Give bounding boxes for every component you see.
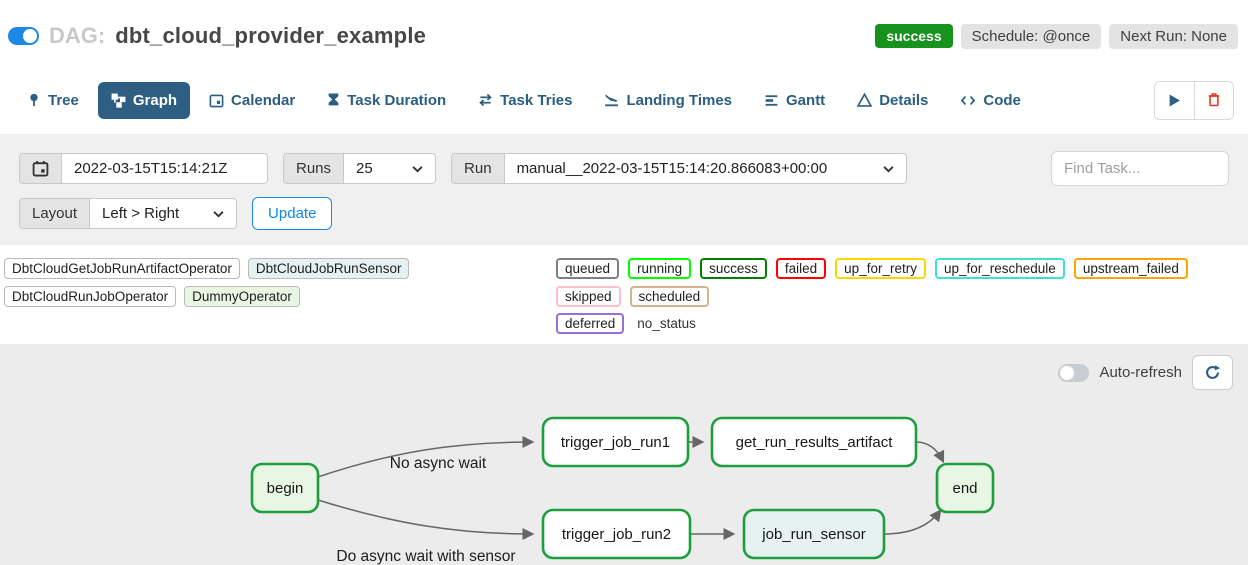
edge-label: Do async wait with sensor <box>336 548 515 565</box>
svg-text:trigger_job_run1: trigger_job_run1 <box>561 434 670 451</box>
landing-icon <box>604 93 619 107</box>
refresh-icon <box>1206 365 1221 379</box>
view-tabs-row: Tree Graph Calendar Task Duration Task T… <box>0 78 1248 122</box>
state-badge: failed <box>775 258 827 279</box>
layout-group: Layout Left > Right <box>19 198 238 229</box>
svg-text:trigger_job_run2: trigger_job_run2 <box>562 526 671 543</box>
state-legend: queued running success failed up_for_retry up… <box>556 258 1244 334</box>
dag-graph-svg: No async wait Do async wait with sensor b… <box>250 416 995 565</box>
find-task-input[interactable] <box>1051 151 1229 186</box>
dag-graph-panel: Auto-refresh No async wait Do async wait … <box>0 344 1248 565</box>
svg-text:get_run_results_artifact: get_run_results_artifact <box>736 434 894 451</box>
tab-landing-times[interactable]: Landing Times <box>591 82 745 119</box>
state-badge: deferred <box>556 313 625 334</box>
refresh-button[interactable] <box>1192 355 1233 390</box>
dag-prefix-label: DAG: <box>49 23 106 48</box>
state-badge: skipped <box>556 286 621 307</box>
state-legend-row-1: queued running success failed up_for_retry up… <box>556 258 1244 307</box>
tab-calendar[interactable]: Calendar <box>196 82 308 119</box>
base-date-input[interactable]: 2022-03-15T15:14:21Z <box>62 153 268 184</box>
code-icon <box>960 94 976 107</box>
state-no-status: no_status <box>637 316 696 331</box>
state-badge: success <box>700 258 767 279</box>
chevron-down-icon <box>213 210 224 218</box>
dag-node-begin[interactable]: begin <box>250 462 320 514</box>
base-date-group: 2022-03-15T15:14:21Z <box>19 153 268 184</box>
tab-graph[interactable]: Graph <box>97 81 191 119</box>
operator-badge: DbtCloudJobRunSensor <box>247 258 410 279</box>
state-legend-row-2: no_status deferred <box>556 313 1244 334</box>
play-icon <box>1169 94 1180 106</box>
filter-panel: 2022-03-15T15:14:21Z Runs 25 Run manual_… <box>0 134 1248 245</box>
dag-status-badge: success <box>875 24 953 48</box>
triangle-icon <box>857 93 873 107</box>
chevron-down-icon <box>412 165 423 173</box>
auto-refresh-toggle[interactable] <box>1058 363 1090 382</box>
dag-node-end[interactable]: end <box>935 462 995 514</box>
auto-refresh-label: Auto-refresh <box>1099 364 1182 381</box>
dag-node-job_run_sensor[interactable]: job_run_sensor <box>742 508 886 560</box>
operator-badge: DummyOperator <box>184 286 300 307</box>
update-button[interactable]: Update <box>252 197 333 230</box>
dag-node-trigger_job_run1[interactable]: trigger_job_run1 <box>541 416 690 468</box>
state-badge: running <box>628 258 692 279</box>
hourglass-icon <box>327 93 340 107</box>
dag-title: dbt_cloud_provider_example <box>115 23 427 48</box>
state-badge: queued <box>556 258 620 279</box>
dag-action-buttons <box>1154 80 1234 120</box>
svg-text:job_run_sensor: job_run_sensor <box>761 526 865 543</box>
state-badge: up_for_retry <box>835 258 926 279</box>
svg-text:end: end <box>952 480 977 497</box>
run-group: Run manual__2022-03-15T15:14:20.866083+0… <box>451 153 907 184</box>
date-picker-button[interactable] <box>19 153 62 184</box>
dag-edge-begin-to-trigger_job_run1 <box>317 436 535 478</box>
repeat-icon <box>478 93 493 107</box>
dag-node-trigger_job_run2[interactable]: trigger_job_run2 <box>541 508 692 560</box>
dag-edge-job_run_sensor-to-end <box>883 509 942 535</box>
tab-code[interactable]: Code <box>947 82 1034 119</box>
tab-task-duration[interactable]: Task Duration <box>314 82 459 119</box>
dag-edge-begin-to-trigger_job_run2 <box>317 499 535 540</box>
gantt-icon <box>764 94 779 107</box>
dag-header: DAG: dbt_cloud_provider_example success … <box>0 0 1248 56</box>
tab-task-tries[interactable]: Task Tries <box>465 82 585 119</box>
tab-details[interactable]: Details <box>844 82 941 119</box>
tab-gantt[interactable]: Gantt <box>751 82 838 119</box>
layout-select[interactable]: Left > Right <box>90 198 238 229</box>
edge-label: No async wait <box>390 455 487 472</box>
state-badge: up_for_reschedule <box>934 258 1065 279</box>
delete-dag-button[interactable] <box>1194 81 1233 119</box>
runs-select[interactable]: 25 <box>344 153 437 184</box>
runs-group: Runs 25 <box>283 153 437 184</box>
layout-label: Layout <box>19 198 91 229</box>
calendar-icon <box>209 93 224 108</box>
dag-edge-get_run_results_artifact-to-end <box>915 441 945 464</box>
operator-badge: DbtCloudRunJobOperator <box>4 286 177 307</box>
tab-tree[interactable]: Tree <box>14 82 92 119</box>
schedule-badge: Schedule: @once <box>960 23 1102 49</box>
view-tabs: Tree Graph Calendar Task Duration Task T… <box>14 81 1034 119</box>
trigger-dag-button[interactable] <box>1155 81 1194 119</box>
run-label: Run <box>451 153 505 184</box>
state-badge: scheduled <box>629 286 710 307</box>
graph-icon <box>111 93 126 108</box>
dag-enabled-toggle[interactable] <box>8 27 39 45</box>
state-badge: upstream_failed <box>1073 258 1188 279</box>
dag-node-get_run_results_artifact[interactable]: get_run_results_artifact <box>710 416 918 468</box>
calendar-icon <box>32 160 49 177</box>
svg-text:begin: begin <box>267 480 304 497</box>
run-select[interactable]: manual__2022-03-15T15:14:20.866083+00:00 <box>504 153 907 184</box>
chevron-down-icon <box>883 165 894 173</box>
trash-icon <box>1208 93 1220 107</box>
next-run-badge: Next Run: None <box>1109 23 1238 49</box>
operator-badge: DbtCloudGetJobRunArtifactOperator <box>4 258 240 279</box>
runs-label: Runs <box>283 153 345 184</box>
tree-icon <box>27 93 41 107</box>
